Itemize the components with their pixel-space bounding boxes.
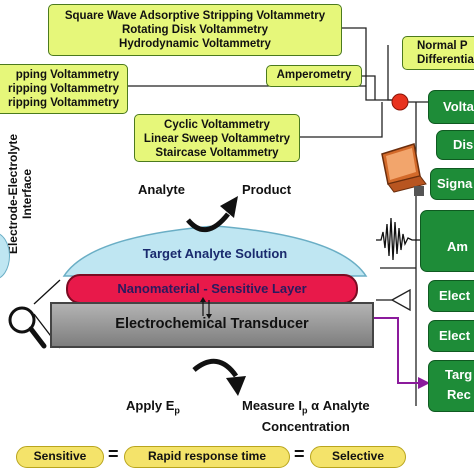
panel-target-label-2: Rec: [447, 387, 471, 402]
box-stripping-left: pping Voltammetry ripping Voltammetry ri…: [0, 64, 128, 114]
panel-amplifier: Am: [420, 210, 474, 272]
panel-amplifier-label: Am: [447, 239, 468, 254]
measure-text: Measure I: [242, 398, 302, 413]
box-stripping-top: Square Wave Adsorptive Stripping Voltamm…: [48, 4, 342, 56]
apply-potential-label: Apply Ep: [126, 398, 180, 416]
panel-target-recognition: Targ Rec: [428, 360, 474, 412]
panel-signal-label: Signa: [437, 176, 473, 191]
box-sweep: Cyclic Voltammetry Linear Sweep Voltamme…: [134, 114, 300, 162]
exchange-arrows-icon: [200, 297, 212, 319]
magnifier-icon: [8, 306, 47, 349]
panel-electrode-2-label: Elect: [439, 328, 471, 343]
box-pulse-line-1: Normal P: [417, 40, 468, 52]
purple-arrow-line: [374, 317, 418, 384]
measurement-arrow-icon: [192, 358, 246, 396]
box-sweep-line-3: Staircase Voltammetry: [155, 147, 279, 159]
equals-sign-1: =: [108, 444, 119, 464]
box-sweep-line-1: Cyclic Voltammetry: [164, 119, 270, 131]
connector-stripping-top: [342, 27, 400, 101]
panel-electrode-2: Elect: [428, 320, 474, 352]
box-stripping-left-line-2: ripping Voltammetry: [8, 83, 119, 95]
box-stripping-left-line-3: ripping Voltammetry: [8, 97, 119, 109]
panel-voltammetry-label: Voltam: [443, 99, 474, 114]
panel-target-label-1: Targ: [445, 367, 473, 382]
box-amperometry: Amperometry: [266, 65, 362, 87]
panel-display: Dis: [436, 130, 474, 160]
box-amperometry-label: Amperometry: [276, 69, 352, 81]
analyte-label: Analyte: [138, 182, 185, 197]
solution-label: Target Analyte Solution: [142, 246, 288, 261]
connector-amperometry: [362, 75, 376, 100]
pill-sensitive: Sensitive: [16, 446, 104, 468]
pill-selective: Selective: [310, 446, 406, 468]
panel-signal: Signa: [430, 168, 474, 200]
box-stripping-top-line-2: Rotating Disk Voltammetry: [121, 24, 269, 36]
opamp-triangle: [390, 288, 411, 312]
pill-rapid-response: Rapid response time: [124, 446, 290, 468]
box-pulse: Normal P Differential: [402, 36, 474, 70]
apply-subscript: p: [174, 405, 180, 416]
junction-node: [391, 93, 409, 111]
apply-text: Apply E: [126, 398, 175, 413]
box-pulse-line-2: Differential: [417, 54, 474, 66]
purple-arrowhead: [418, 377, 430, 389]
product-label: Product: [242, 182, 292, 197]
reaction-arrow-icon: [186, 196, 238, 232]
panel-voltammetry: Voltam: [428, 90, 474, 124]
transducer-label: Electrochemical Transducer: [115, 316, 309, 332]
box-stripping-left-line-1: pping Voltammetry: [15, 69, 119, 81]
interface-label-line-2: Interface: [20, 168, 34, 220]
panel-display-label: Dis: [453, 137, 474, 152]
box-stripping-top-line-1: Square Wave Adsorptive Stripping Voltamm…: [64, 10, 326, 22]
nanomaterial-label: Nanomaterial - Sensitive Layer: [117, 281, 307, 296]
computer-icon: [381, 143, 427, 196]
measure-rest: α Analyte: [307, 398, 370, 413]
transducer-block: [50, 302, 374, 348]
panel-electrode-1-label: Elect: [439, 288, 471, 303]
signal-waveform-icon: [376, 217, 420, 261]
equals-sign-2: =: [294, 444, 305, 464]
panel-electrode-1: Elect: [428, 280, 474, 312]
connector-pulse: [387, 45, 398, 101]
box-stripping-top-line-3: Hydrodynamic Voltammetry: [119, 38, 271, 50]
measure-line-2: Concentration: [261, 418, 350, 434]
interface-label: Electrode-Electrolyte Interface: [6, 94, 34, 294]
box-sweep-line-2: Linear Sweep Voltammetry: [143, 133, 291, 145]
connector-sweep: [300, 102, 383, 138]
measure-label: Measure Ip α Analyte Concentration: [242, 398, 370, 434]
measure-subscript: p: [301, 405, 308, 416]
